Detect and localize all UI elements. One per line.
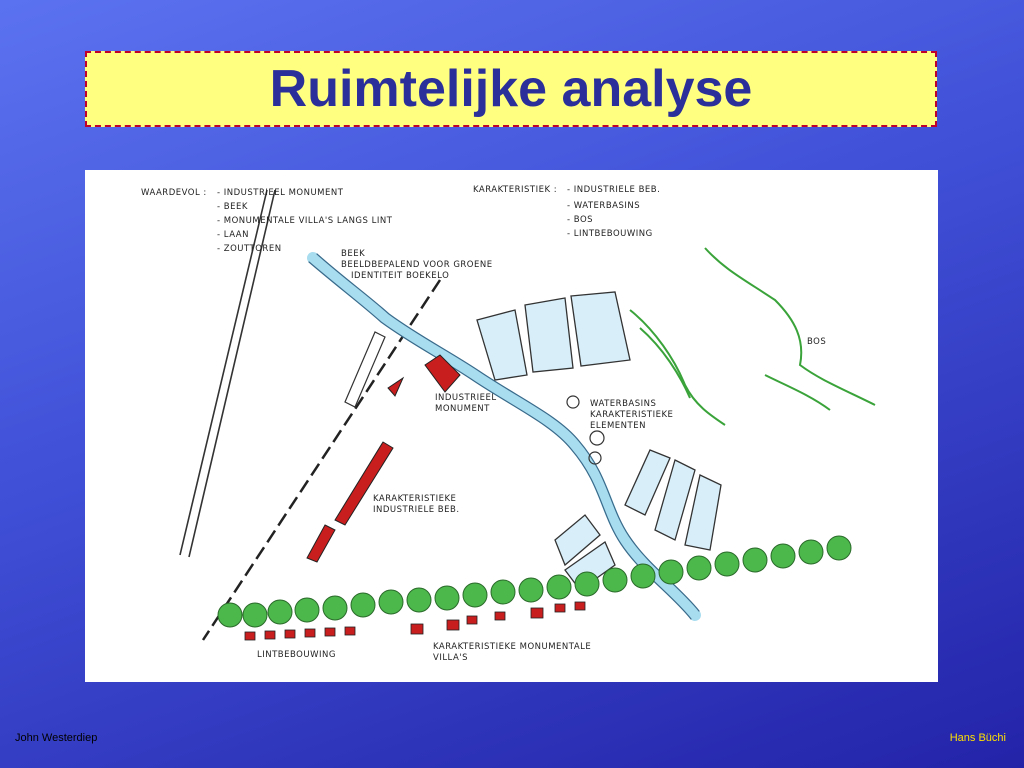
water-basins-upper: [476, 291, 631, 381]
beek-label: BEELDBEPALEND VOOR GROENE: [341, 260, 493, 270]
railway-line: [201, 279, 442, 641]
sketch-map: WAARDEVOL : - INDUSTRIEEL MONUMENT - BEE…: [85, 170, 938, 682]
villas-label: VILLA'S: [433, 653, 468, 663]
waardevol-item: - ZOUTTOREN: [217, 244, 282, 254]
tree-row: [217, 535, 852, 628]
waardevol-item: - MONUMENTALE VILLA'S LANGS LINT: [217, 216, 393, 226]
footer-author: John Westerdiep: [15, 732, 98, 744]
karakteristiek-item: - WATERBASINS: [567, 201, 640, 211]
slide-title: Ruimtelijke analyse: [269, 60, 753, 118]
monument-label: INDUSTRIEEL: [435, 393, 497, 403]
karakteristiek-item: - BOS: [567, 215, 593, 225]
waardevol-item: - BEEK: [217, 202, 248, 212]
lint-label: LINTBEBOUWING: [257, 650, 336, 660]
karakteristiek-item: - INDUSTRIELE BEB.: [567, 185, 660, 195]
waterbasins-label: KARAKTERISTIEKE: [590, 410, 673, 420]
stream: [307, 252, 701, 621]
industrial-label: INDUSTRIELE BEB.: [373, 505, 460, 515]
sketch-svg: WAARDEVOL : - INDUSTRIEEL MONUMENT - BEE…: [141, 185, 876, 663]
waterbasins-label: ELEMENTEN: [590, 421, 646, 431]
villas-label: KARAKTERISTIEKE MONUMENTALE: [433, 642, 591, 652]
karakteristiek-item: - LINTBEBOUWING: [567, 229, 653, 239]
lint-buildings: [244, 601, 586, 641]
industrial-monument: [387, 354, 461, 397]
monument-label: MONUMENT: [435, 404, 490, 414]
footer-credit: Hans Büchi: [949, 732, 1006, 744]
industrial-buildings: [306, 441, 394, 563]
waardevol-heading: WAARDEVOL :: [141, 188, 207, 198]
water-basins-lower: [624, 449, 722, 551]
beek-label: IDENTITEIT BOEKELO: [351, 271, 449, 281]
forest: [629, 247, 876, 426]
waterbasins-label: WATERBASINS: [590, 399, 656, 409]
industrial-label: KARAKTERISTIEKE: [373, 494, 456, 504]
bos-label: BOS: [807, 337, 826, 347]
karakteristiek-heading: KARAKTERISTIEK :: [473, 185, 557, 195]
railway-platform: [344, 331, 386, 408]
road: [179, 189, 276, 558]
circles: [566, 395, 605, 465]
waardevol-item: - INDUSTRIEEL MONUMENT: [217, 188, 344, 198]
beek-label: BEEK: [341, 249, 365, 259]
waardevol-item: - LAAN: [217, 230, 249, 240]
title-box: Ruimtelijke analyse: [85, 51, 937, 127]
